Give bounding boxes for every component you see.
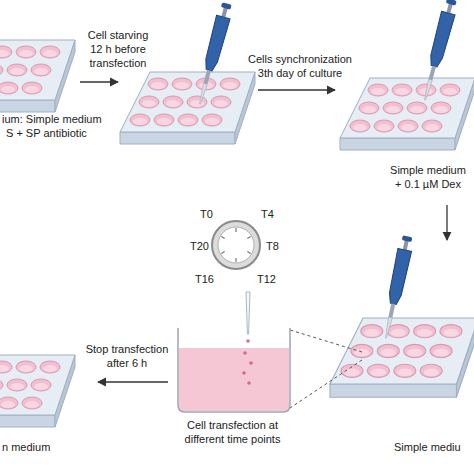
- clock-face: [218, 227, 254, 263]
- zoom-line: [290, 360, 362, 408]
- pipette: [379, 235, 414, 340]
- time-point: T16: [195, 272, 214, 286]
- medium-note: Simple medium + 0.1 µM Dex: [388, 163, 468, 191]
- medium-note: n medium: [2, 440, 50, 454]
- step-arrow: [98, 381, 168, 382]
- clock-ticks: [221, 228, 250, 262]
- step-label: Stop transfection after 6 h: [82, 342, 172, 370]
- step-arrow: [446, 205, 447, 240]
- well-plate: [340, 78, 474, 150]
- step-arrow: [80, 81, 118, 82]
- medium-note: S + SP antibiotic: [6, 126, 87, 140]
- step-label: Cell transfection at different time poin…: [170, 418, 295, 446]
- step-label: Cell starving 12 h before transfection: [84, 28, 152, 70]
- pipette: [193, 2, 233, 106]
- time-point: T8: [266, 239, 279, 253]
- medium-liquid: [179, 348, 289, 411]
- zoom-line: [290, 330, 362, 352]
- beaker: [178, 328, 290, 412]
- step-label: Cells synchronization 3th day of culture: [241, 52, 359, 80]
- clock: [212, 221, 260, 269]
- pipette: [418, 0, 458, 102]
- medium-note: Simple mediu: [394, 440, 461, 454]
- pipette-tip: [246, 292, 250, 334]
- time-point: T0: [200, 207, 213, 221]
- well-plate: [330, 318, 474, 397]
- well-plate: [0, 40, 75, 112]
- well-plate: [120, 72, 255, 144]
- step-arrow: [258, 89, 335, 90]
- time-point: T20: [190, 239, 209, 253]
- well-plate: [0, 355, 75, 427]
- time-point: T12: [257, 272, 276, 286]
- droplets: [242, 339, 253, 385]
- time-point: T4: [261, 207, 274, 221]
- medium-note: ium: Simple medium: [2, 112, 102, 126]
